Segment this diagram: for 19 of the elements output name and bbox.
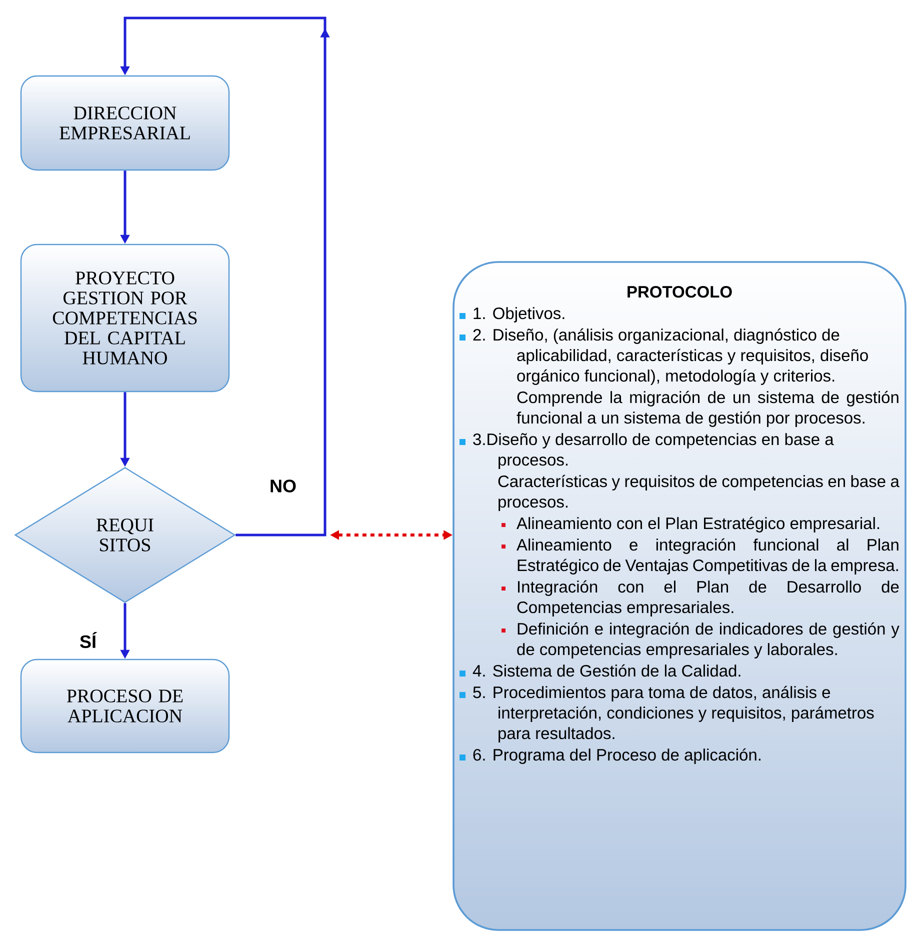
- protocol-box: [452, 261, 906, 931]
- edge-label: NO: [270, 480, 296, 492]
- list-item: Alineamiento con el Plan Estratégico empresarial.: [502, 516, 880, 532]
- paragraph: Comprende la migración de un sistema de gestión funcional a un sistema de gestión por procesos.: [516, 390, 898, 427]
- process-box: PROCESO DE APLICACION: [20, 658, 230, 754]
- process-box: PROYECTO GESTION POR COMPETENCIAS DEL CAPITAL HUMANO: [20, 244, 230, 392]
- list-item: 6. Programa del Proceso de aplicación.: [460, 748, 760, 764]
- list-item: 3.Diseño y desarrollo de competencias en base a procesos.: [460, 433, 834, 469]
- list-item: 1. Objetivos.: [460, 307, 564, 322]
- list-item: Integración con el Plan de Desarrollo de Competencias empresariales.: [502, 580, 899, 616]
- edge-label: SÍ: [80, 632, 97, 648]
- list-item: 4. Sistema de Gestión de la Calidad.: [460, 664, 740, 677]
- list-item: 5. Procedimientos para toma de datos, análisis e interpretación, condiciones y requisitos, parámetros para resultados.: [460, 686, 874, 742]
- list-item: Alineamiento e integración funcional al Plan Estratégico de Ventajas Competitivas de la empresa.: [502, 538, 898, 574]
- list-item: Definición e integración de indicadores de gestión y de competencias empresariales y laborales.: [502, 622, 900, 658]
- heading: PROTOCOLO: [628, 286, 732, 298]
- process-box: DIRECCION EMPRESARIAL: [20, 75, 230, 171]
- paragraph: Características y requisitos de competencias en base a procesos.: [498, 474, 900, 511]
- list-item: 2. Diseño, (análisis organizacional, diagnóstico de aplicabilidad, características y requisitos, diseño orgánico funcional), metodología y criterios.: [460, 328, 868, 385]
